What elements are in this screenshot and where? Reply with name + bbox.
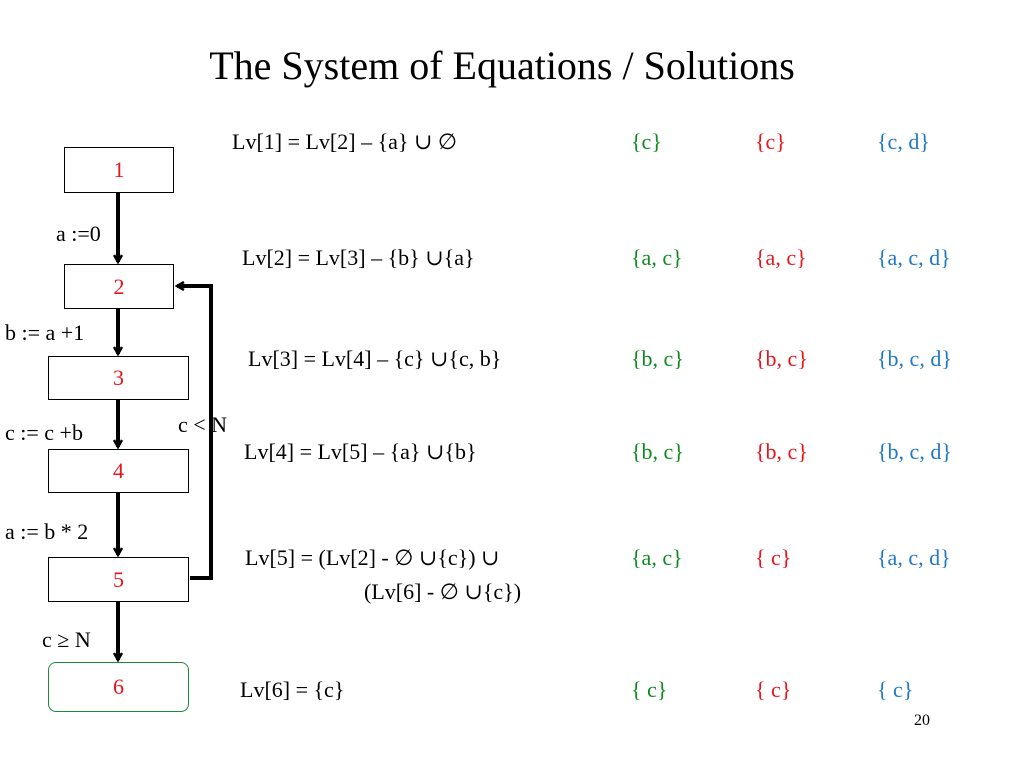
solution-1-lv2: {a, c} (631, 245, 683, 270)
equation-lv5: Lv[5] = (Lv[2] - ∅ ∪{c}) ∪ (245, 545, 500, 570)
cfg-node-label: 2 (113, 274, 125, 299)
solution-1-lv3: {b, c} (631, 346, 684, 371)
equation-lv4: Lv[4] = Lv[5] – {a} ∪{b} (244, 439, 477, 464)
equation-lv1: Lv[1] = Lv[2] – {a} ∪ ∅ (232, 129, 458, 154)
cfg-node-5: 5 (48, 557, 189, 602)
equation-lv5-continued: (Lv[6] - ∅ ∪{c}) (364, 579, 522, 604)
equation-lv3: Lv[3] = Lv[4] – {c} ∪{c, b} (248, 346, 502, 371)
equation-lv6: Lv[6] = {c} (240, 677, 345, 702)
edge-label-5-6: c ≥ N (42, 627, 91, 652)
solution-1-lv5: {a, c} (631, 545, 683, 570)
cfg-node-1: 1 (64, 147, 174, 193)
page-number: 20 (914, 712, 930, 729)
solution-3-lv2: {a, c, d} (877, 245, 951, 270)
solution-3-lv5: {a, c, d} (877, 545, 951, 570)
cfg-node-label: 6 (113, 674, 124, 699)
cfg-node-label: 4 (113, 458, 124, 483)
back-edge-arrow (177, 286, 213, 580)
solution-3-lv1: {c, d} (877, 129, 930, 154)
solution-1-lv6: { c} (631, 677, 668, 702)
slide-title: The System of Equations / Solutions (209, 43, 795, 88)
solution-3-lv3: {b, c, d} (877, 346, 952, 371)
cfg-node-label: 1 (113, 157, 125, 182)
solution-2-lv6: { c} (755, 677, 792, 702)
back-edge-label: c < N (178, 412, 228, 437)
solution-2-lv2: {a, c} (755, 245, 807, 270)
solution-1-lv4: {b, c} (631, 439, 684, 464)
cfg-node-4: 4 (48, 449, 189, 493)
solution-2-lv4: {b, c} (755, 439, 808, 464)
solution-3-lv6: { c} (877, 677, 914, 702)
solution-2-lv5: { c} (755, 545, 792, 570)
solution-1-lv1: {c} (631, 129, 662, 154)
solution-3-lv4: {b, c, d} (877, 439, 952, 464)
edge-label-1-2: a :=0 (56, 221, 101, 246)
solution-2-lv3: {b, c} (755, 346, 808, 371)
cfg-node-3: 3 (48, 356, 189, 400)
solution-2-lv1: {c} (755, 129, 786, 154)
cfg-node-label: 3 (113, 365, 124, 390)
equation-lv2: Lv[2] = Lv[3] – {b} ∪{a} (242, 245, 475, 270)
edge-label-3-4: c := c +b (5, 420, 83, 445)
cfg-node-2: 2 (64, 264, 174, 309)
edge-label-2-3: b := a +1 (5, 320, 85, 345)
cfg-node-6: 6 (48, 662, 189, 712)
edge-label-4-5: a := b * 2 (5, 519, 89, 544)
cfg-node-label: 5 (113, 567, 124, 592)
